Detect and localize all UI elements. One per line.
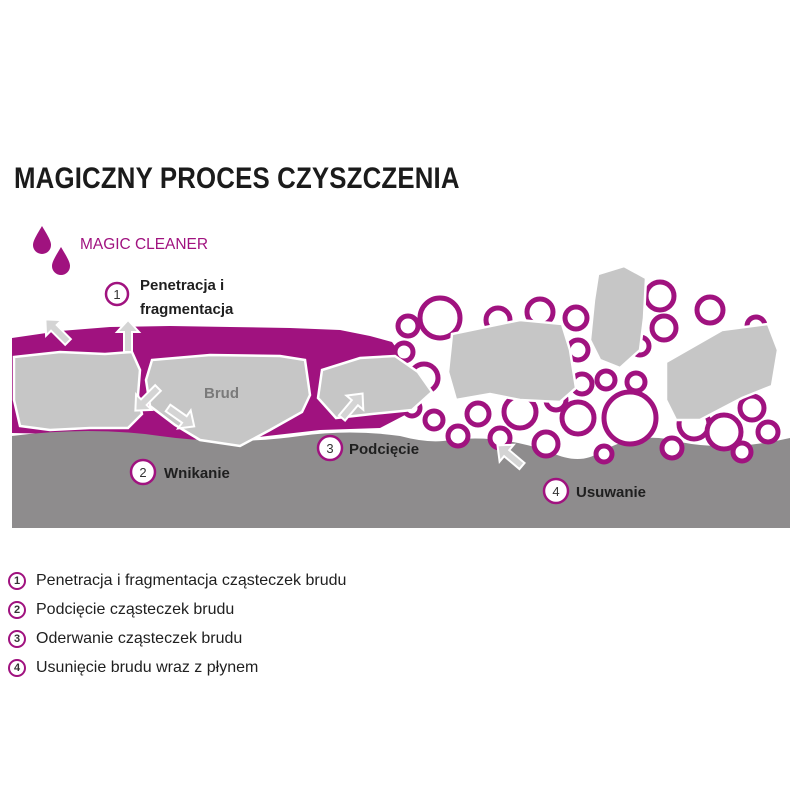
legend-number: 2 xyxy=(8,600,26,619)
legend-item: 3 Oderwanie cząsteczek brudu xyxy=(8,624,346,653)
step-3-label: Podcięcie xyxy=(349,441,419,458)
step-1-label: Penetracja i xyxy=(140,277,224,294)
dirt-particle xyxy=(446,318,578,404)
dirt-particle xyxy=(316,354,434,420)
legend-item: 4 Usunięcie brudu wraz z płynem xyxy=(8,653,346,682)
dirt-particle xyxy=(12,350,144,432)
step-1-callout: 1 Penetracja i fragmentacja xyxy=(104,277,234,318)
legend-text: Oderwanie cząsteczek brudu xyxy=(36,629,243,647)
dirt-particles xyxy=(12,264,780,448)
legend-number: 1 xyxy=(8,571,26,590)
cleaning-process-diagram: MAGIC CLEANER xyxy=(12,226,790,528)
svg-text:3: 3 xyxy=(326,441,333,456)
arrow-icon xyxy=(337,392,365,422)
legend-text: Penetracja i fragmentacja cząsteczek bru… xyxy=(36,571,347,589)
arrow-icon xyxy=(44,318,73,347)
step-1-label-line2: fragmentacja xyxy=(140,301,234,318)
legend-item: 2 Podcięcie cząsteczek brudu xyxy=(8,595,346,624)
legend-text: Usunięcie brudu wraz z płynem xyxy=(36,658,259,676)
legend-list: 1 Penetracja i fragmentacja cząsteczek b… xyxy=(8,566,346,682)
step-2-callout: 2 Wnikanie xyxy=(129,458,230,486)
legend-item: 1 Penetracja i fragmentacja cząsteczek b… xyxy=(8,566,346,595)
step-4-label: Usuwanie xyxy=(576,484,646,501)
step-3-callout: 3 Podcięcie xyxy=(316,434,419,462)
arrow-icon xyxy=(164,403,196,430)
legend-text: Podcięcie cząsteczek brudu xyxy=(36,600,235,618)
svg-text:2: 2 xyxy=(139,465,146,480)
svg-text:4: 4 xyxy=(552,484,559,499)
step-4-callout: 4 Usuwanie xyxy=(542,477,646,505)
arrows xyxy=(44,318,526,471)
legend-number: 4 xyxy=(8,658,26,677)
page-title: MAGICZNY PROCES CZYSZCZENIA xyxy=(14,162,460,195)
brand-label: MAGIC CLEANER xyxy=(80,236,208,253)
arrow-icon xyxy=(134,383,163,412)
step-2-label: Wnikanie xyxy=(164,465,230,482)
arrow-icon xyxy=(496,443,526,471)
droplets-icon xyxy=(33,226,70,275)
svg-text:1: 1 xyxy=(113,287,120,302)
legend-number: 3 xyxy=(8,629,26,648)
dirt-label: Brud xyxy=(204,385,239,402)
arrow-icon xyxy=(114,318,142,353)
dirt-particle xyxy=(664,322,780,422)
cleaner-bubbles xyxy=(392,279,781,465)
dirt-particle xyxy=(588,264,648,370)
